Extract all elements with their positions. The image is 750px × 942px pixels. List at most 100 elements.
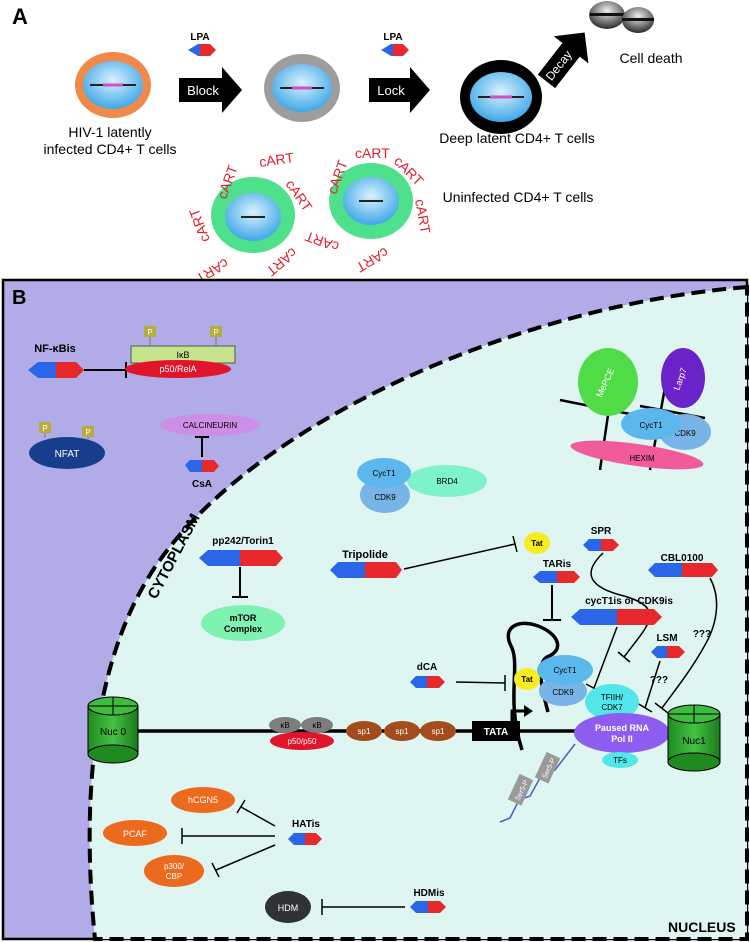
brd4-label: BRD4 bbox=[436, 477, 458, 486]
hdm-label: HDM bbox=[278, 903, 299, 913]
csa-label: CsA bbox=[192, 479, 212, 490]
cell-death-label: Cell death bbox=[619, 50, 682, 66]
lpa-drug-1: LPA bbox=[188, 32, 216, 56]
kb-label-2: κB bbox=[312, 721, 321, 730]
panel-a-label: A bbox=[12, 4, 28, 29]
tripolide-label: Tripolide bbox=[342, 549, 388, 561]
lsm-label: LSM bbox=[656, 633, 677, 644]
nfat-label: NFAT bbox=[55, 449, 80, 460]
p50rela-label: p50/RelA bbox=[159, 364, 196, 374]
lock-label: Lock bbox=[377, 83, 405, 98]
lock-arrow: Lock bbox=[369, 67, 430, 113]
sp1-sites: sp1 sp1 sp1 bbox=[346, 721, 456, 741]
cbl0100-inhibitor: CBL0100 ??? bbox=[648, 553, 718, 714]
hdmis-inhibitor: HDMis bbox=[321, 888, 446, 915]
cart-label: cART bbox=[186, 206, 213, 245]
dead-cells bbox=[589, 1, 654, 33]
cart-label: cART bbox=[353, 244, 391, 275]
decay-arrow: Decay bbox=[537, 32, 589, 89]
tat-label: Tat bbox=[531, 539, 543, 548]
mtor-label-2: Complex bbox=[224, 624, 262, 634]
nfkbis-label: NF-κBis bbox=[34, 343, 76, 355]
lsm-inhibitor: LSM ??? bbox=[636, 633, 685, 713]
p300-label-1: p300/ bbox=[164, 862, 185, 871]
phospho-label: P bbox=[85, 428, 90, 437]
cbl0100-label: CBL0100 bbox=[661, 553, 704, 564]
cyct1-label-2: CycT1 bbox=[553, 666, 577, 675]
cart-label: cART bbox=[412, 198, 434, 235]
pp242-label: pp242/Torin1 bbox=[212, 536, 274, 547]
cyct1-label: CycT1 bbox=[372, 469, 396, 478]
uninfected-cell-2 bbox=[329, 163, 413, 239]
panel-b-label: B bbox=[12, 287, 26, 309]
cart-label: cART bbox=[258, 149, 295, 170]
panel-b: B CYTOPLASM NUCLEUS NF-κBis IκB p50/RelA… bbox=[1, 278, 749, 941]
unknown-label-1: ??? bbox=[693, 629, 711, 640]
sp1-label-1: sp1 bbox=[358, 727, 371, 736]
latent-cell-label-1: HIV-1 latently bbox=[68, 124, 151, 140]
deep-latent-cell bbox=[460, 60, 542, 134]
nuc0-label: Nuc 0 bbox=[100, 727, 127, 738]
phospho-label: P bbox=[213, 328, 218, 337]
nfkb-inhibitor: NF-κBis bbox=[28, 343, 127, 378]
calcineurin: CALCINEURIN CsA bbox=[160, 414, 260, 490]
latent-infected-cell bbox=[75, 52, 151, 118]
cyct1is-label: cycT1is or CDK9is bbox=[585, 596, 673, 607]
tata-box: TATA bbox=[472, 721, 520, 741]
kb-label-1: κB bbox=[280, 721, 289, 730]
hcgn5-label: hCGN5 bbox=[188, 795, 218, 805]
cdk9-label: CDK9 bbox=[374, 493, 396, 502]
dca-inhibitor: dCA bbox=[410, 662, 506, 691]
p300-label-2: CBP bbox=[166, 872, 182, 881]
phospho-label: P bbox=[147, 328, 152, 337]
cart-label: cART bbox=[302, 228, 341, 255]
cdk9-label-2: CDK9 bbox=[552, 688, 574, 697]
hatis-inhibitor: HATis bbox=[181, 799, 322, 878]
nuc1-label: Nuc1 bbox=[682, 736, 706, 747]
spr-inhibitor: SPR bbox=[583, 526, 651, 663]
tata-label: TATA bbox=[484, 727, 508, 738]
cyct1-sk-label: CycT1 bbox=[639, 421, 663, 430]
uninfected-label: Uninfected CD4+ T cells bbox=[443, 189, 594, 205]
latent-cell-label-2: infected CD4+ T cells bbox=[44, 141, 177, 157]
calcineurin-label: CALCINEURIN bbox=[183, 421, 237, 430]
lpa-drug-2: LPA bbox=[381, 32, 409, 56]
paused-pol-ii: Paused RNA Pol II TFs bbox=[574, 713, 670, 768]
hexim-label: HEXIM bbox=[629, 454, 655, 463]
ctd-tail: Ser5-P Ser5-P bbox=[499, 743, 576, 823]
ikb-label: IκB bbox=[176, 350, 189, 360]
hatis-label: HATis bbox=[292, 819, 320, 830]
hat-enzymes: hCGN5 PCAF p300/ CBP bbox=[103, 787, 235, 887]
nfat: NFAT P P bbox=[29, 422, 105, 469]
pcaf-label: PCAF bbox=[123, 829, 148, 839]
uninfected-cell-1 bbox=[211, 177, 295, 253]
cdk9-sk-label: CDK9 bbox=[674, 429, 696, 438]
ikb-complex: IκB p50/RelA P P bbox=[125, 326, 236, 378]
nucleus-label: NUCLEUS bbox=[668, 919, 736, 935]
nuc0: Nuc 0 bbox=[87, 696, 139, 764]
phospho-label: P bbox=[42, 424, 47, 433]
taris-label: TARis bbox=[543, 559, 572, 570]
mtor-label-1: mTOR bbox=[230, 613, 257, 623]
tfiih-label-2: CDK7 bbox=[601, 703, 623, 712]
p50p50-label: p50/p50 bbox=[288, 737, 317, 746]
7sk-complex: MePCE Larp7 CDK9 CycT1 HEXIM bbox=[559, 348, 711, 471]
nuc1: Nuc1 bbox=[667, 704, 721, 772]
block-label: Block bbox=[187, 83, 219, 98]
kb-sites: κB κB p50/p50 bbox=[269, 717, 334, 750]
blocked-cell bbox=[264, 54, 340, 122]
taris-inhibitor: TARis bbox=[533, 559, 580, 621]
panel-a: A HIV-1 latently infected CD4+ T cells L… bbox=[12, 1, 683, 287]
dca-label: dCA bbox=[417, 662, 438, 673]
polii-label-1: Paused RNA bbox=[595, 723, 650, 733]
tripolide-inhibitor: Tripolide Tat bbox=[330, 532, 550, 578]
sp1-label-3: sp1 bbox=[432, 727, 445, 736]
block-arrow: Block bbox=[179, 67, 242, 113]
ptefb-brd4: BRD4 CDK9 CycT1 bbox=[357, 458, 487, 513]
sp1-label-2: sp1 bbox=[396, 727, 409, 736]
lpa-label-1: LPA bbox=[190, 32, 209, 43]
hdmis-label: HDMis bbox=[413, 888, 445, 899]
cart-label: cART bbox=[355, 145, 390, 161]
polii-label-2: Pol II bbox=[611, 734, 633, 744]
